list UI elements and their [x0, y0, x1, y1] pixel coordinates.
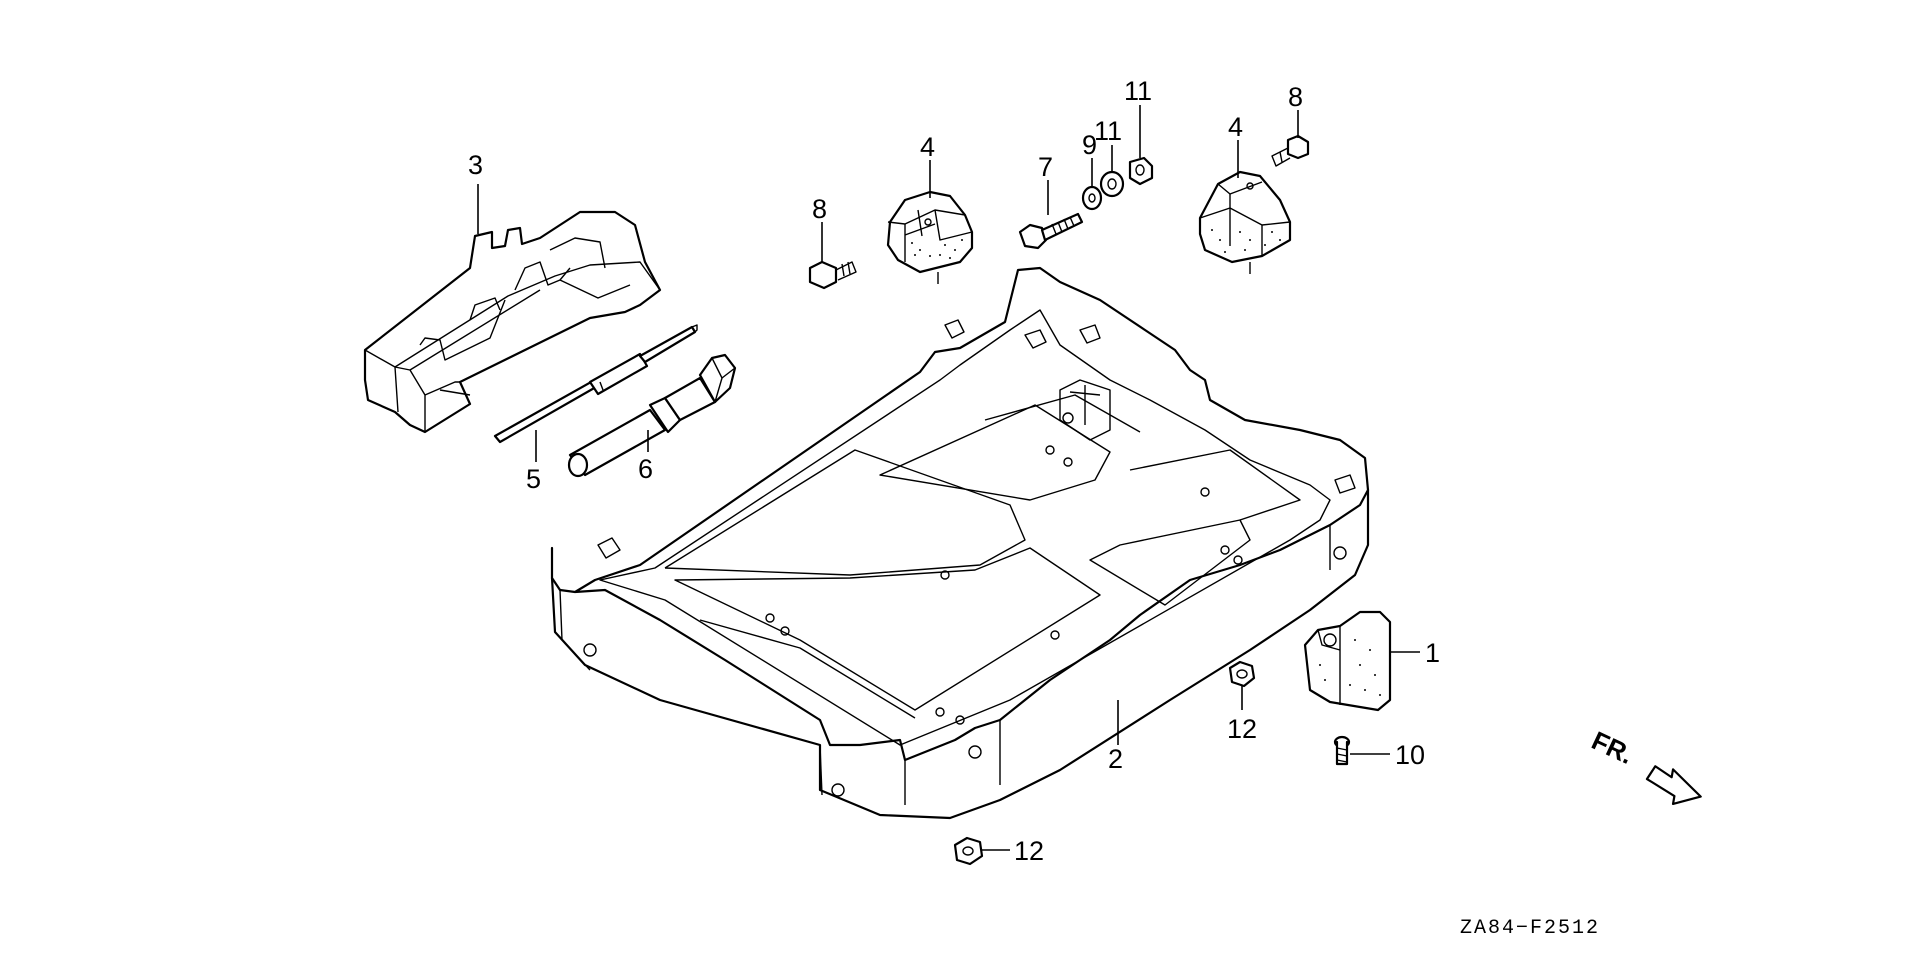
screwdriver — [493, 324, 698, 462]
drawing-code: ZA84−F2512 — [1460, 917, 1600, 940]
callout-10: 10 — [1395, 740, 1425, 770]
washer-nut-b — [1128, 105, 1154, 186]
mount-rubber-left — [886, 160, 974, 284]
screw — [1333, 735, 1390, 766]
callout-12-bottom: 12 — [1014, 836, 1044, 866]
tool-case — [363, 184, 662, 434]
flange-bolt-right — [1271, 110, 1310, 167]
callout-2: 2 — [1108, 744, 1123, 774]
washer — [1081, 158, 1103, 211]
callout-1: 1 — [1425, 638, 1440, 668]
callout-labels: 1 2 3 4 4 5 6 7 8 8 9 10 11 11 12 12 — [468, 76, 1440, 866]
callout-7: 7 — [1038, 152, 1053, 182]
callout-11-b: 11 — [1124, 76, 1152, 106]
callout-8-right: 8 — [1288, 82, 1303, 112]
socket-wrench — [567, 353, 737, 478]
front-direction-label: FR. — [1587, 725, 1638, 770]
callout-11-a: 11 — [1094, 116, 1122, 146]
mount-rubber-right — [1198, 140, 1292, 274]
callout-12-right: 12 — [1227, 714, 1257, 744]
flange-nut-bottom — [953, 836, 1010, 866]
flange-nut-right — [1228, 660, 1256, 710]
flange-bolt-left — [808, 222, 857, 290]
callout-4-right: 4 — [1228, 112, 1243, 142]
callout-6: 6 — [638, 454, 653, 484]
bolt — [1018, 180, 1084, 250]
callout-8-left: 8 — [812, 194, 827, 224]
callout-3: 3 — [468, 150, 483, 180]
callout-4-left: 4 — [920, 132, 935, 162]
callout-5: 5 — [526, 464, 541, 494]
rubber-cap — [1303, 610, 1420, 712]
washer-nut-a — [1099, 145, 1125, 198]
base-frame — [550, 266, 1370, 820]
callout-9: 9 — [1082, 130, 1097, 160]
front-direction-arrow: FR. — [1587, 725, 1702, 806]
